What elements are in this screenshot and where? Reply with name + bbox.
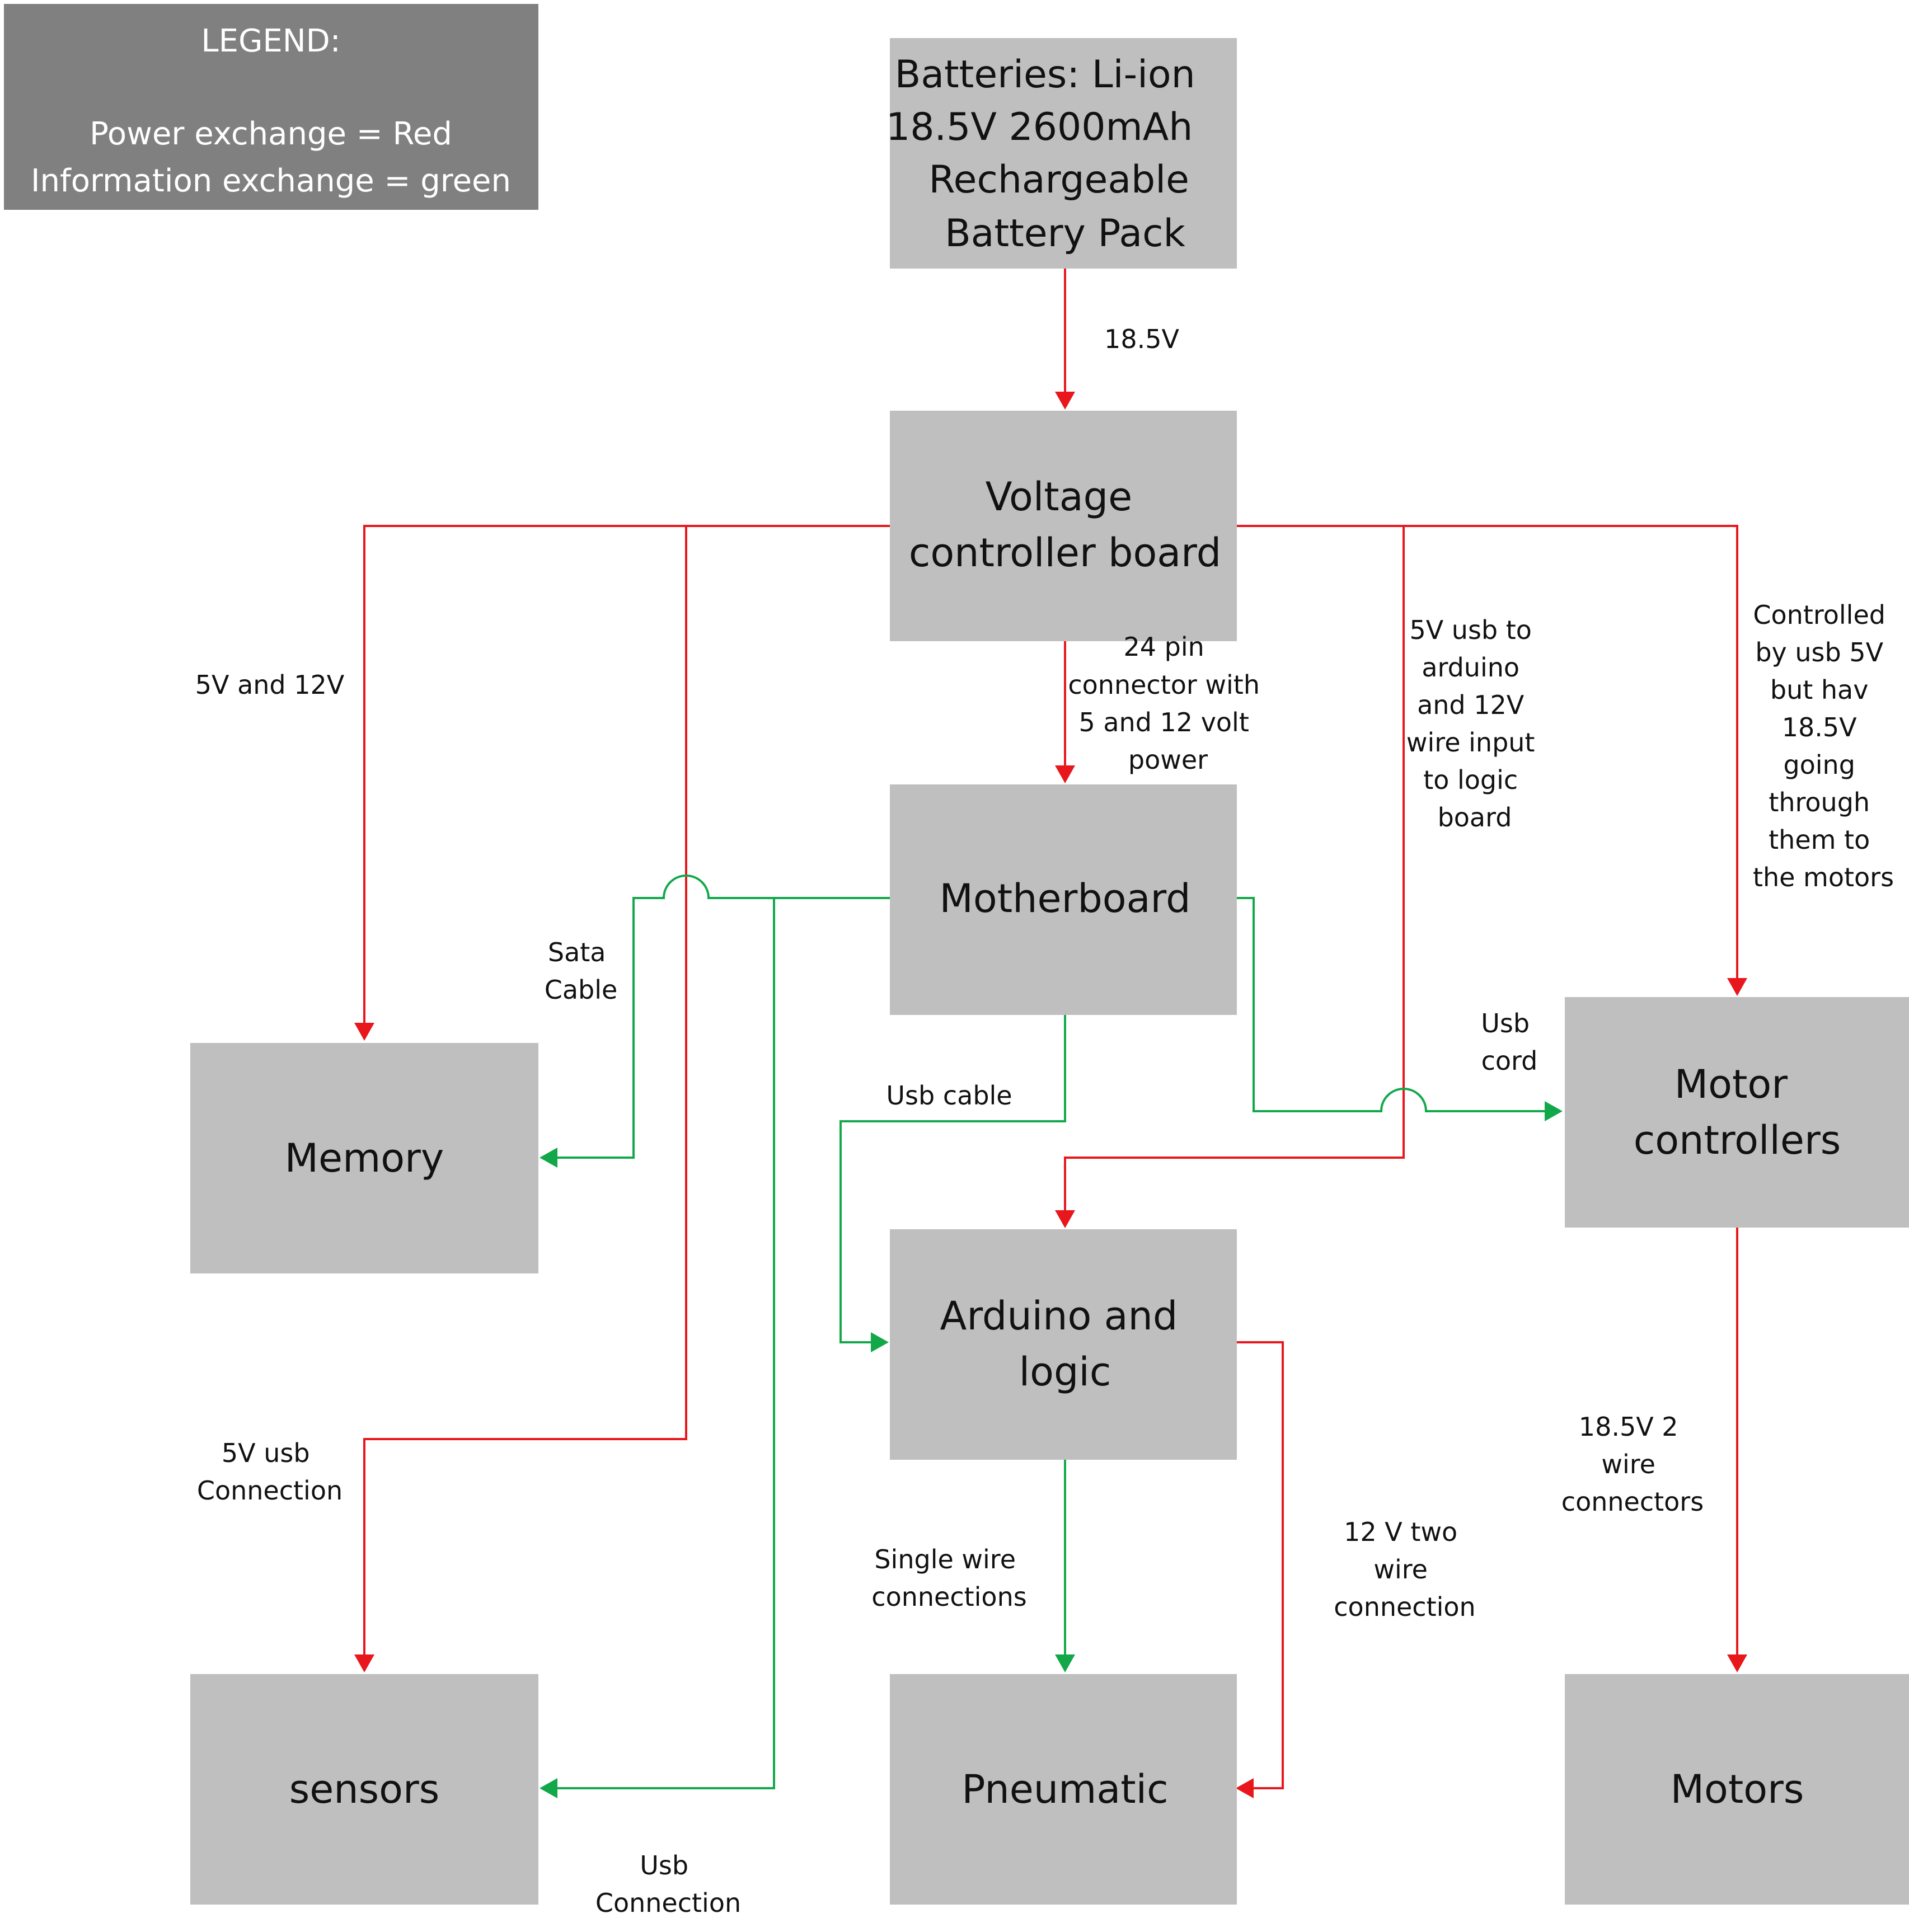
arrowhead: [1055, 1210, 1075, 1228]
arrowhead: [1727, 978, 1747, 996]
label-battery-voltage: 18.5V: [1104, 324, 1179, 354]
wire-motherboard-to-motor-controllers: [1236, 897, 1545, 1112]
label-memory-power: 5V and 12V: [195, 670, 345, 700]
arduino-label: Arduino and logic: [940, 1293, 1190, 1395]
memory-label: Memory: [285, 1135, 444, 1181]
voltage-board-label: Voltage controller board: [909, 474, 1221, 576]
label-usb-connection: Usb Connection: [595, 1850, 741, 1918]
voltage-controller-board: Voltage controller board: [890, 411, 1237, 641]
arrowhead: [540, 1778, 557, 1798]
arrowhead: [540, 1148, 557, 1168]
motor-controllers-box: Motor controllers: [1565, 997, 1909, 1228]
legend-information: Information exchange = green: [31, 163, 511, 199]
batteries-box: Batteries: Li-ion 18.5V 2600mAh Recharge…: [886, 38, 1237, 269]
motors-label: Motors: [1671, 1766, 1804, 1812]
label-usb-to-arduino: 5V usb to arduino and 12V wire input to …: [1406, 615, 1543, 833]
wire-board-to-motor-controllers: [1404, 525, 1738, 978]
label-usb-cord: Usb cord: [1481, 1008, 1537, 1076]
motors-box: Motors: [1565, 1674, 1909, 1905]
legend: LEGEND: Power exchange = Red Information…: [4, 4, 538, 210]
arrowhead: [1236, 1778, 1254, 1798]
arduino-box: Arduino and logic: [890, 1229, 1237, 1460]
arrowhead: [1545, 1101, 1563, 1121]
label-pin-connector: 24 pin connector with 5 and 12 volt powe…: [1068, 632, 1268, 775]
memory-box: Memory: [190, 1043, 538, 1273]
label-controlled-by-usb: Controlled by usb 5V but hav 18.5V going…: [1753, 600, 1894, 892]
label-usb-cable: Usb cable: [886, 1080, 1012, 1111]
legend-title: LEGEND:: [201, 23, 340, 59]
arrowhead: [1055, 765, 1075, 783]
label-12v-two-wire: 12 V two wire connection: [1334, 1517, 1475, 1622]
arrowhead: [354, 1023, 374, 1041]
motherboard-label: Motherboard: [939, 876, 1190, 922]
wire-board-to-memory: [363, 525, 890, 1023]
pneumatic-label: Pneumatic: [961, 1766, 1168, 1812]
wire-arduino-to-pneumatic: [1236, 1341, 1284, 1789]
label-sata-cable: Sata Cable: [545, 937, 618, 1005]
label-5v-usb-connection: 5V usb Connection: [197, 1438, 343, 1506]
wire-board-to-arduino: [1064, 525, 1405, 1210]
batteries-label: Batteries: Li-ion 18.5V 2600mAh Recharge…: [886, 53, 1207, 256]
arrowhead: [354, 1654, 374, 1672]
wire-motherboard-to-memory: [557, 875, 890, 1159]
arrowhead: [871, 1332, 889, 1352]
arrowhead: [1055, 1654, 1075, 1672]
label-motor-wires: 18.5V 2 wire connectors: [1561, 1412, 1704, 1517]
arrowhead: [1055, 392, 1075, 410]
motor-controllers-label: Motor controllers: [1634, 1061, 1841, 1163]
legend-power: Power exchange = Red: [90, 116, 452, 152]
sensors-label: sensors: [289, 1766, 439, 1812]
wire-motherboard-to-arduino: [839, 1014, 1066, 1343]
label-single-wire: Single wire connections: [871, 1544, 1026, 1612]
wire-board-to-sensors: [363, 526, 687, 1654]
wire-motherboard-to-sensors: [557, 898, 775, 1789]
sensors-box: sensors: [190, 1674, 538, 1905]
pneumatic-box: Pneumatic: [890, 1674, 1237, 1905]
arrowhead: [1727, 1654, 1747, 1672]
motherboard-box: Motherboard: [890, 784, 1237, 1015]
